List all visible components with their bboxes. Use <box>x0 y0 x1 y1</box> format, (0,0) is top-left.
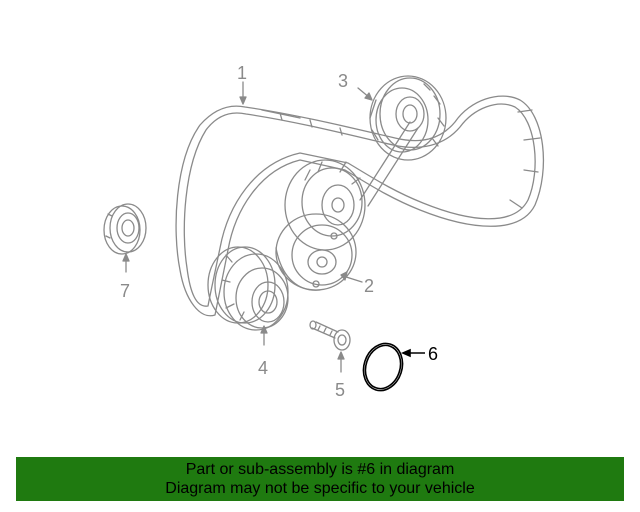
leader-6-arrow <box>400 348 411 358</box>
serpentine-belt <box>175 95 544 317</box>
leader-3-arrow <box>364 92 373 101</box>
callout-6: 6 <box>428 344 438 364</box>
leader-4-arrow <box>260 325 268 334</box>
o-ring-seal <box>362 342 425 392</box>
callout-2: 2 <box>364 276 374 296</box>
callout-7: 7 <box>120 281 130 301</box>
pulley-cap <box>103 203 147 255</box>
callout-1: 1 <box>237 63 247 83</box>
banner-line-disclaimer: Diagram may not be specific to your vehi… <box>165 480 475 497</box>
leader-2-arrow <box>340 271 348 281</box>
belt-tensioner <box>275 121 419 291</box>
leader-5-arrow <box>337 351 345 360</box>
part-info-banner: Part or sub-assembly is #6 in diagram Di… <box>16 457 624 501</box>
leader-1-arrow <box>239 96 247 105</box>
callout-5: 5 <box>335 380 345 400</box>
callout-4: 4 <box>258 358 268 378</box>
callout-3: 3 <box>338 71 348 91</box>
belt-drive-diagram: 1 2 3 4 5 6 7 <box>103 63 544 400</box>
drive-pulley <box>207 246 289 331</box>
leader-7-arrow <box>122 253 130 262</box>
banner-line-part: Part or sub-assembly is #6 in diagram <box>185 461 455 478</box>
bolt <box>309 320 351 351</box>
